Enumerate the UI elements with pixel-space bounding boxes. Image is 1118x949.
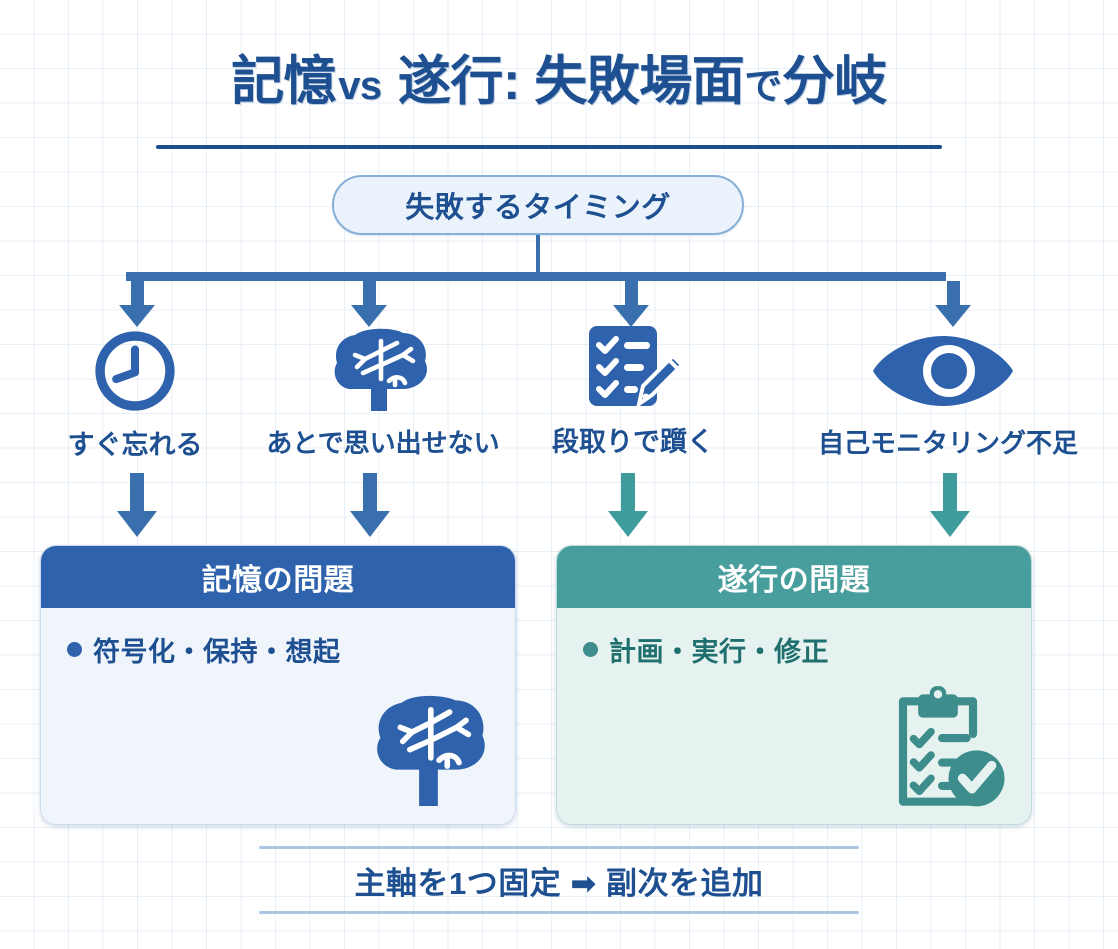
branch-item-2[interactable]: あとで思い出せない (258, 325, 508, 460)
card-arrow-3 (608, 473, 648, 537)
card-execution-header: 遂行の問題 (557, 546, 1031, 608)
card-arrow-4 (930, 473, 970, 537)
card-execution-body: 計画・実行・修正 (557, 608, 1031, 824)
page-title-area: 記憶vs 遂行: 失敗場面で分岐 (0, 52, 1118, 111)
title-vs: vs (338, 64, 382, 108)
card-memory-bullet: 符号化・保持・想起 (93, 637, 341, 667)
root-node-label: 失敗するタイミング (405, 192, 671, 224)
card-memory-title: 記憶の問題 (201, 564, 355, 597)
card-memory-header: 記憶の問題 (41, 546, 515, 608)
bullet-dot-icon (67, 642, 82, 657)
branch-arrow-2 (351, 281, 387, 327)
title-segment-2: 遂行: 失敗場面 (397, 52, 745, 111)
checklist-pencil-icon (508, 322, 758, 414)
title-particle-de: で (744, 66, 782, 108)
branch-arrow-1 (119, 281, 155, 327)
card-execution-title: 遂行の問題 (717, 564, 871, 597)
brain-illustration (371, 693, 493, 816)
card-execution-problem[interactable]: 遂行の問題 計画・実行・修正 (556, 545, 1032, 825)
branch-item-1[interactable]: すぐ忘れる (10, 325, 260, 462)
clock-icon (10, 325, 260, 417)
card-arrow-2 (350, 473, 390, 537)
page-title: 記憶vs 遂行: 失敗場面で分岐 (0, 52, 1118, 111)
eye-icon (818, 325, 1068, 417)
title-segment-1: 記憶 (231, 52, 337, 111)
branch-item-3[interactable]: 段取りで躓く (508, 322, 758, 459)
card-execution-bullet-row: 計画・実行・修正 (583, 630, 1031, 669)
card-execution-bullet: 計画・実行・修正 (609, 637, 829, 667)
branch-label-1: すぐ忘れる (67, 430, 203, 460)
clipboard-check-illustration (881, 685, 1009, 816)
bullet-dot-icon (583, 642, 598, 657)
branch-label-2: あとで思い出せない (266, 428, 500, 458)
footer-note: 主軸を1つ固定 ➡ 副次を追加 (259, 846, 859, 914)
title-underline (156, 145, 942, 149)
card-arrow-1 (117, 473, 157, 537)
brain-icon (258, 325, 508, 417)
branch-arrow-3 (613, 281, 649, 327)
title-segment-3: 分岐 (781, 52, 888, 111)
branch-arrow-4 (935, 281, 971, 327)
card-memory-problem[interactable]: 記憶の問題 符号化・保持・想起 (40, 545, 516, 825)
card-memory-body: 符号化・保持・想起 (41, 608, 515, 824)
footer-rule-top (259, 846, 859, 849)
footer-rule-bottom (259, 911, 859, 914)
footer-text: 主軸を1つ固定 ➡ 副次を追加 (354, 866, 764, 901)
root-node-failure-timing[interactable]: 失敗するタイミング (332, 175, 744, 235)
card-memory-bullet-row: 符号化・保持・想起 (67, 630, 515, 669)
branch-label-3: 段取りで躓く (552, 427, 714, 457)
branch-item-4[interactable]: 自己モニタリング不足 (818, 325, 1079, 460)
connector-horizontal-bar (126, 272, 946, 281)
branch-label-4: 自己モニタリング不足 (818, 428, 1079, 458)
connector-stem (536, 235, 540, 275)
